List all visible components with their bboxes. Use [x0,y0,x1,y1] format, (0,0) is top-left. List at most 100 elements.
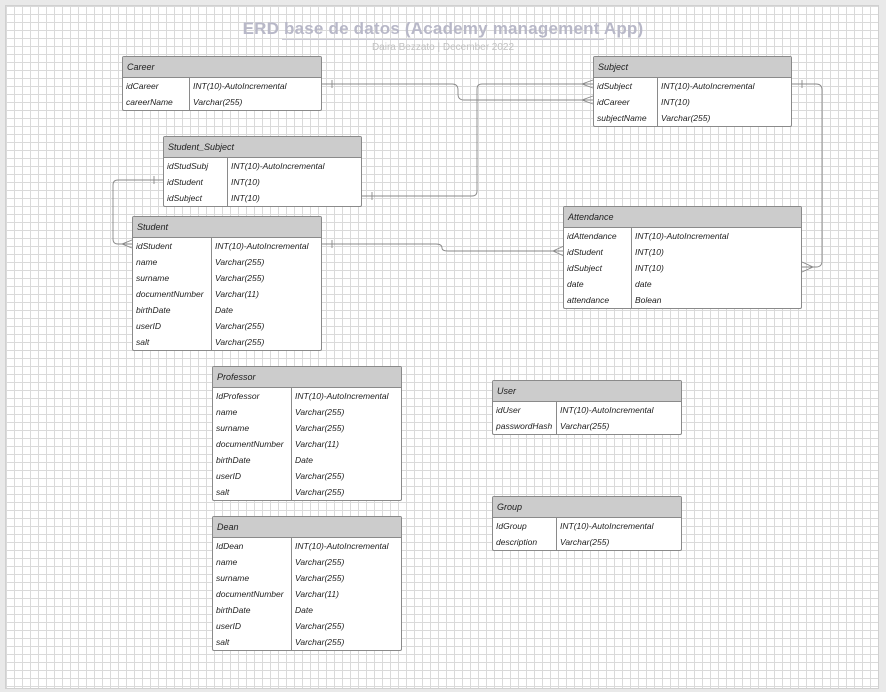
field-type: Varchar(255) [295,407,345,417]
column-divider [556,518,557,550]
field-type: Varchar(255) [295,487,345,497]
column-divider [631,228,632,308]
field-type: Varchar(255) [560,537,610,547]
field-name: passwordHash [496,421,553,431]
field-name: idCareer [597,97,630,107]
field-row: subjectName Varchar(255) [594,110,791,126]
field-name: name [216,407,238,417]
column-divider [657,78,658,126]
field-type: INT(10) [231,193,260,203]
field-type: INT(10)-AutoIncremental [661,81,755,91]
field-type: Date [215,305,233,315]
field-type: Varchar(255) [661,113,711,123]
field-type: Varchar(11) [295,589,339,599]
field-type: INT(10)-AutoIncremental [295,391,389,401]
field-row: IdDean INT(10)-AutoIncremental [213,538,401,554]
field-type: Varchar(255) [215,257,265,267]
field-type: Varchar(255) [215,273,265,283]
field-name: userID [136,321,162,331]
field-name: surname [136,273,170,283]
field-name: date [567,279,584,289]
entity-professor-title: Professor [213,367,401,388]
field-type: INT(10) [635,263,664,273]
rel-career-subject [322,83,593,101]
field-type: INT(10)-AutoIncremental [295,541,389,551]
field-name: idAttendance [567,231,617,241]
field-row: idStudent INT(10) [564,244,801,260]
rel-career-subject-many-end [580,95,594,105]
field-name: attendance [567,295,610,305]
field-name: idStudent [567,247,603,257]
field-type: INT(10)-AutoIncremental [215,241,309,251]
field-row: name Varchar(255) [213,404,401,420]
field-name: subjectName [597,113,647,123]
field-name: description [496,537,538,547]
field-type: INT(10) [635,247,664,257]
field-row: documentNumber Varchar(11) [213,586,401,602]
field-row: birthDate Date [133,302,321,318]
field-name: birthDate [136,305,171,315]
rel-student-attendance-many-end [551,245,565,257]
field-name: surname [216,423,250,433]
field-row: name Varchar(255) [133,254,321,270]
field-type: Varchar(255) [295,557,345,567]
field-type: Varchar(11) [215,289,259,299]
rel-studsubj-student-many-end [120,239,133,249]
field-type: Varchar(11) [295,439,339,449]
field-row: description Varchar(255) [493,534,681,550]
field-name: documentNumber [216,439,284,449]
field-name: salt [136,337,150,347]
rel-subject-attendance [792,83,823,268]
entity-student-subject-title: Student_Subject [164,137,361,158]
field-type: Date [295,455,313,465]
field-name: idUser [496,405,521,415]
field-type: INT(10)-AutoIncremental [560,521,654,531]
field-type: Varchar(255) [295,423,345,433]
field-name: idSubject [567,263,602,273]
column-divider [189,78,190,110]
field-name: IdGroup [496,521,527,531]
rel-subject-studsubj [361,83,593,197]
field-name: userID [216,471,242,481]
field-name: idCareer [126,81,159,91]
field-name: name [136,257,158,267]
field-row: documentNumber Varchar(11) [133,286,321,302]
title-underline [282,39,604,40]
field-name: documentNumber [136,289,204,299]
diagram-subtitle: Daira Bezzato | December 2022 [371,42,515,53]
field-name: salt [216,637,230,647]
field-name: IdDean [216,541,244,551]
field-name: idSubject [167,193,202,203]
field-type: INT(10)-AutoIncremental [231,161,325,171]
field-type: INT(10) [231,177,260,187]
field-name: documentNumber [216,589,284,599]
diagram-title: ERD base de datos (Academy management Ap… [242,19,644,38]
field-name: birthDate [216,455,251,465]
field-row: idSubject INT(10) [164,190,361,206]
column-divider [211,238,212,350]
rel-subject-studsubj-many-end [580,79,594,89]
